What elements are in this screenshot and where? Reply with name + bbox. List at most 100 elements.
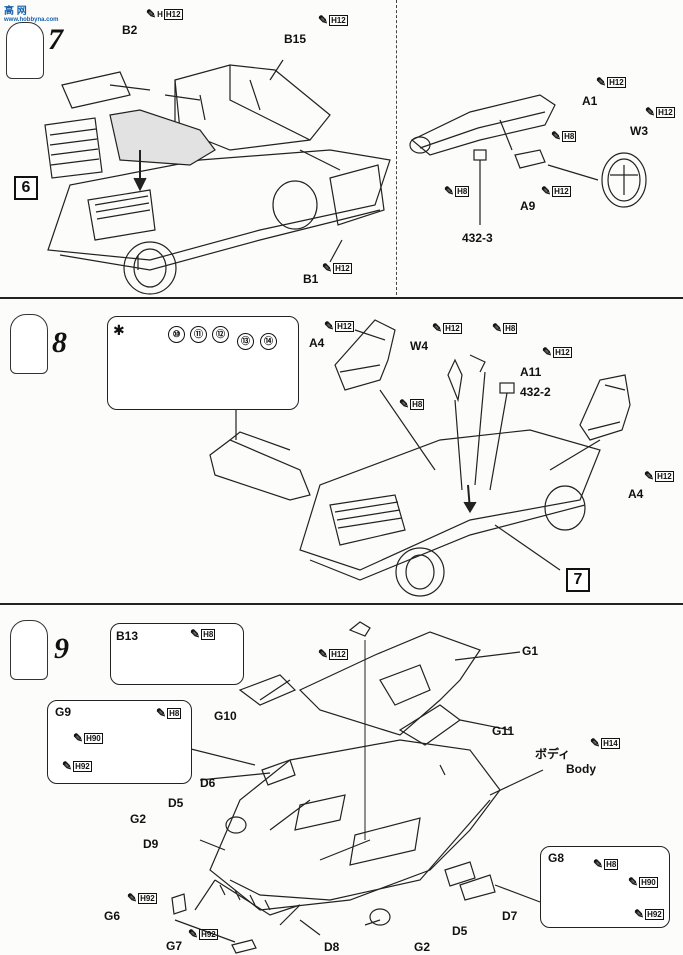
paint-pen-icon: ✎ <box>541 184 552 198</box>
step-number: 8 <box>52 326 67 359</box>
paint-callout: ✎H12 <box>644 469 674 483</box>
part-label: 432-2 <box>520 385 551 399</box>
part-label: A4 <box>309 336 325 350</box>
paint-pen-icon: ✎ <box>444 184 455 198</box>
part-label: W3 <box>630 124 648 138</box>
part-label: A1 <box>582 94 598 108</box>
paint-callout: ✎H90 <box>628 875 658 889</box>
part-label: ボディ <box>535 747 571 761</box>
part-label: G2 <box>130 812 147 826</box>
part-label: B1 <box>303 272 319 286</box>
part-label: G8 <box>548 851 565 865</box>
paint-pen-icon: ✎ <box>322 261 333 275</box>
step9-body-drawing <box>109 621 616 954</box>
mirror-callout <box>110 623 244 685</box>
decal-number: ⑪ <box>190 326 207 343</box>
paint-callout: ✎H92 <box>62 759 92 773</box>
paint-callout: ✎H8 <box>593 857 619 871</box>
part-label: G2 <box>414 940 431 954</box>
paint-callout: ✎H12 <box>318 13 348 27</box>
paint-callout: ✎H90 <box>73 731 103 745</box>
mechanic-mascot-icon <box>10 620 48 680</box>
part-label: G10 <box>214 709 237 723</box>
paint-pen-icon: ✎ <box>73 731 84 745</box>
paint-pen-icon: ✎ <box>62 759 73 773</box>
step7-dashboard-drawing <box>409 94 647 225</box>
paint-callout: ✎H12 <box>318 647 348 661</box>
paint-pen-icon: ✎ <box>432 321 443 335</box>
paint-pen-icon: ✎ <box>324 319 335 333</box>
paint-pen-icon: ✎ <box>644 469 655 483</box>
paint-pen-icon: ✎ <box>156 706 167 720</box>
paint-callout: ✎H8 <box>444 184 470 198</box>
paint-pen-icon: ✎ <box>190 627 201 641</box>
decal-number: ⑭ <box>260 333 277 350</box>
step-number: 7 <box>48 23 63 56</box>
part-label: G9 <box>55 705 72 719</box>
step7-chassis-drawing <box>44 59 391 295</box>
paint-callout: ✎H12 <box>541 184 571 198</box>
paint-callout: ✎H8 <box>399 397 425 411</box>
decal-number: ⑬ <box>237 333 254 350</box>
decal-number: ⑫ <box>212 326 229 343</box>
paint-callout: ✎H92 <box>188 927 218 941</box>
part-label: D9 <box>143 837 159 851</box>
part-label: D8 <box>324 940 340 954</box>
paint-callout: ✎H14 <box>590 736 620 750</box>
part-label: G6 <box>104 909 121 923</box>
part-label: Body <box>566 762 596 776</box>
star-icon: ✱ <box>113 322 125 338</box>
paint-callout: ✎H8 <box>156 706 182 720</box>
paint-pen-icon: ✎ <box>628 875 639 889</box>
paint-pen-icon: ✎ <box>492 321 503 335</box>
part-label: D6 <box>200 776 216 790</box>
paint-pen-icon: ✎ <box>146 7 157 21</box>
part-label: D5 <box>452 924 468 938</box>
step-reference-box: 7 <box>566 568 590 592</box>
decal-number: ⑩ <box>168 326 185 343</box>
part-label: G1 <box>522 644 539 658</box>
paint-pen-icon: ✎ <box>318 13 329 27</box>
paint-callout: ✎H12 <box>596 75 626 89</box>
paint-pen-icon: ✎ <box>634 907 645 921</box>
mechanic-mascot-icon <box>6 22 44 79</box>
paint-pen-icon: ✎ <box>551 129 562 143</box>
paint-pen-icon: ✎ <box>596 75 607 89</box>
paint-callout: ✎H12 <box>542 345 572 359</box>
part-label: D7 <box>502 909 518 923</box>
paint-pen-icon: ✎ <box>399 397 410 411</box>
section-divider <box>0 603 683 605</box>
paint-pen-icon: ✎ <box>590 736 601 750</box>
part-label: A9 <box>520 199 536 213</box>
paint-callout: ✎H12 <box>645 105 675 119</box>
part-label: A11 <box>520 365 542 379</box>
paint-callout: ✎H8 <box>492 321 518 335</box>
part-label: 432-3 <box>462 231 493 245</box>
paint-callout: ✎H12 <box>432 321 462 335</box>
vertical-divider <box>396 0 397 295</box>
part-label: W4 <box>410 339 428 353</box>
paint-callout: ✎H8 <box>551 129 577 143</box>
paint-pen-icon: ✎ <box>127 891 138 905</box>
watermark-logo: 高 网 www.hobbyna.com <box>4 6 59 23</box>
paint-callout: ✎H8 <box>190 627 216 641</box>
step-reference-box: 6 <box>14 176 38 200</box>
part-label: B15 <box>284 32 307 46</box>
paint-callout: ✎H92 <box>634 907 664 921</box>
part-label: B13 <box>116 629 139 643</box>
paint-pen-icon: ✎ <box>542 345 553 359</box>
step-number: 9 <box>54 632 69 665</box>
mechanic-mascot-icon <box>10 314 48 374</box>
part-label: G11 <box>492 724 515 738</box>
part-label: A4 <box>628 487 644 501</box>
paint-pen-icon: ✎ <box>645 105 656 119</box>
paint-callout: ✎H12 <box>324 319 354 333</box>
paint-pen-icon: ✎ <box>188 927 199 941</box>
part-label: D5 <box>168 796 184 810</box>
paint-pen-icon: ✎ <box>593 857 604 871</box>
paint-pen-icon: ✎ <box>318 647 329 661</box>
paint-callout: ✎H92 <box>127 891 157 905</box>
